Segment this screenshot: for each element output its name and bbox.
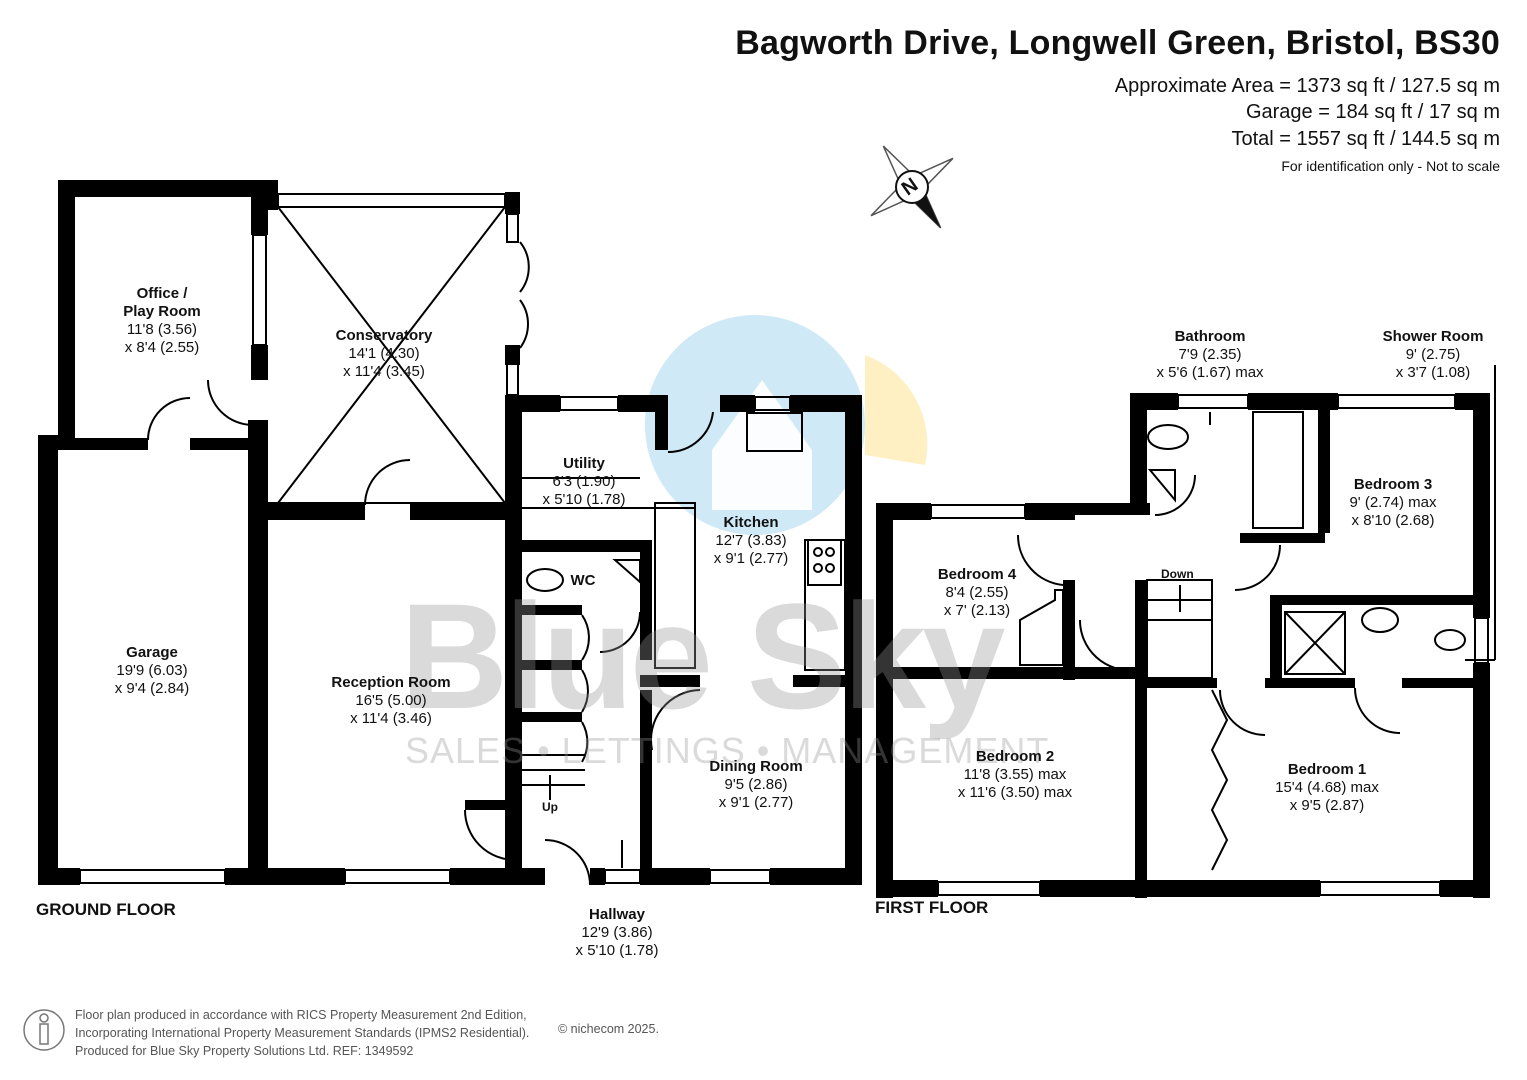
- room-bedroom-1: Bedroom 1 15'4 (4.68) max x 9'5 (2.87): [1275, 761, 1379, 815]
- room-bathroom: Bathroom 7'9 (2.35) x 5'6 (1.67) max: [1156, 328, 1263, 382]
- watermark-tagline: SALES • LETTINGS • MANAGEMENT: [405, 730, 1050, 771]
- room-name: Utility: [563, 455, 605, 472]
- room-garage: Garage 19'9 (6.03) x 9'4 (2.84): [115, 644, 190, 698]
- footer-line: Produced for Blue Sky Property Solutions…: [75, 1044, 414, 1058]
- room-name: Conservatory: [335, 327, 433, 344]
- room-name: Play Room: [123, 303, 201, 320]
- room-dimension: x 9'1 (2.77): [718, 794, 794, 811]
- copyright: © nichecom 2025.: [558, 1022, 659, 1036]
- stairs-up-label: Up: [542, 800, 558, 814]
- room-dimension: 12'9 (3.86): [581, 924, 653, 941]
- room-reception: Reception Room 16'5 (5.00) x 11'4 (3.46): [331, 674, 450, 728]
- room-dimension: 9' (2.74) max: [1349, 494, 1437, 511]
- room-dimension: x 5'10 (1.78): [542, 491, 626, 508]
- room-dimension: x 9'4 (2.84): [114, 680, 190, 697]
- room-dimension: 9' (2.75): [1405, 346, 1461, 363]
- room-dimension: 12'7 (3.83): [715, 532, 787, 549]
- compass-icon: [870, 145, 954, 229]
- room-dimension: x 11'4 (3.45): [343, 363, 425, 380]
- room-dimension: 14'1 (4.30): [348, 345, 420, 362]
- room-name: Bedroom 1: [1287, 761, 1367, 778]
- room-bedroom-4: Bedroom 4 8'4 (2.55) x 7' (2.13): [938, 566, 1016, 620]
- room-dimension: 15'4 (4.68) max: [1275, 779, 1379, 796]
- room-bedroom-3: Bedroom 3 9' (2.74) max x 8'10 (2.68): [1349, 476, 1436, 530]
- room-dimension: x 9'1 (2.77): [713, 550, 789, 567]
- room-name: Kitchen: [723, 514, 779, 531]
- total-area: Total = 1557 sq ft / 144.5 sq m: [1231, 128, 1501, 150]
- ground-floor-label: GROUND FLOOR: [36, 900, 176, 919]
- room-name: Shower Room: [1382, 328, 1484, 345]
- person-icon: [23, 1009, 65, 1051]
- room-dimension: 7'9 (2.35): [1178, 346, 1242, 363]
- room-dimension: x 5'10 (1.78): [575, 942, 659, 959]
- room-dimension: x 11'4 (3.46): [350, 710, 432, 727]
- garage-area: Garage = 184 sq ft / 17 sq m: [1245, 101, 1500, 123]
- scale-note: For identification only - Not to scale: [1281, 158, 1500, 174]
- room-dimension: x 5'6 (1.67) max: [1156, 364, 1264, 381]
- watermark-logo: [645, 315, 928, 535]
- room-wc: WC: [571, 572, 596, 590]
- ground-floor-windows: [79, 193, 846, 886]
- room-conservatory: Conservatory 14'1 (4.30) x 11'4 (3.45): [336, 327, 433, 381]
- approx-area: Approximate Area = 1373 sq ft / 127.5 sq…: [1114, 75, 1500, 97]
- footer-line: Floor plan produced in accordance with R…: [75, 1008, 527, 1022]
- room-name: Bedroom 2: [975, 748, 1055, 765]
- room-name: Garage: [126, 644, 178, 661]
- room-dimension: 11'8 (3.56): [126, 321, 198, 338]
- room-dimension: 9'5 (2.86): [724, 776, 788, 793]
- room-dimension: x 3'7 (1.08): [1395, 364, 1471, 381]
- room-dimension: x 9'5 (2.87): [1289, 797, 1365, 814]
- room-dimension: 19'9 (6.03): [116, 662, 188, 679]
- room-name: Reception Room: [331, 674, 451, 691]
- ground-floor-walls: [38, 180, 862, 885]
- room-dimension: x 7' (2.13): [943, 602, 1011, 619]
- room-dimension: 6'3 (1.90): [552, 473, 616, 490]
- watermark-brand: Blue Sky: [400, 572, 1006, 740]
- first-floor-walls: [876, 393, 1490, 898]
- room-kitchen: Kitchen 12'7 (3.83) x 9'1 (2.77): [714, 514, 789, 568]
- room-name: Bedroom 3: [1353, 476, 1433, 493]
- room-name: Hallway: [589, 906, 645, 923]
- first-floor-windows: [930, 365, 1496, 896]
- room-name: Bathroom: [1174, 328, 1246, 345]
- room-name: Dining Room: [709, 758, 803, 775]
- stairs-down-label: Down: [1161, 567, 1194, 581]
- first-floor-label: FIRST FLOOR: [875, 898, 989, 917]
- room-shower: Shower Room 9' (2.75) x 3'7 (1.08): [1383, 328, 1484, 382]
- room-dimension: 16'5 (5.00): [355, 692, 427, 709]
- footer-line: Incorporating International Property Mea…: [75, 1026, 530, 1040]
- room-bedroom-2: Bedroom 2 11'8 (3.55) max x 11'6 (3.50) …: [958, 748, 1072, 802]
- footer-notes: Floor plan produced in accordance with R…: [75, 1006, 529, 1060]
- room-hallway: Hallway 12'9 (3.86) x 5'10 (1.78): [576, 906, 659, 960]
- room-name: WC: [570, 572, 596, 589]
- room-dimension: 8'4 (2.55): [945, 584, 1009, 601]
- room-dimension: x 11'6 (3.50) max: [957, 784, 1073, 801]
- room-name: Bedroom 4: [937, 566, 1017, 583]
- room-dimension: x 8'4 (2.55): [124, 339, 200, 356]
- room-dimension: 11'8 (3.55) max: [963, 766, 1067, 783]
- room-utility: Utility 6'3 (1.90) x 5'10 (1.78): [543, 455, 626, 509]
- room-office: Office / Play Room 11'8 (3.56) x 8'4 (2.…: [123, 285, 201, 357]
- room-dining: Dining Room 9'5 (2.86) x 9'1 (2.77): [709, 758, 802, 812]
- room-name: Office /: [136, 285, 188, 302]
- property-title: Bagworth Drive, Longwell Green, Bristol,…: [735, 24, 1500, 62]
- room-dimension: x 8'10 (2.68): [1351, 512, 1435, 529]
